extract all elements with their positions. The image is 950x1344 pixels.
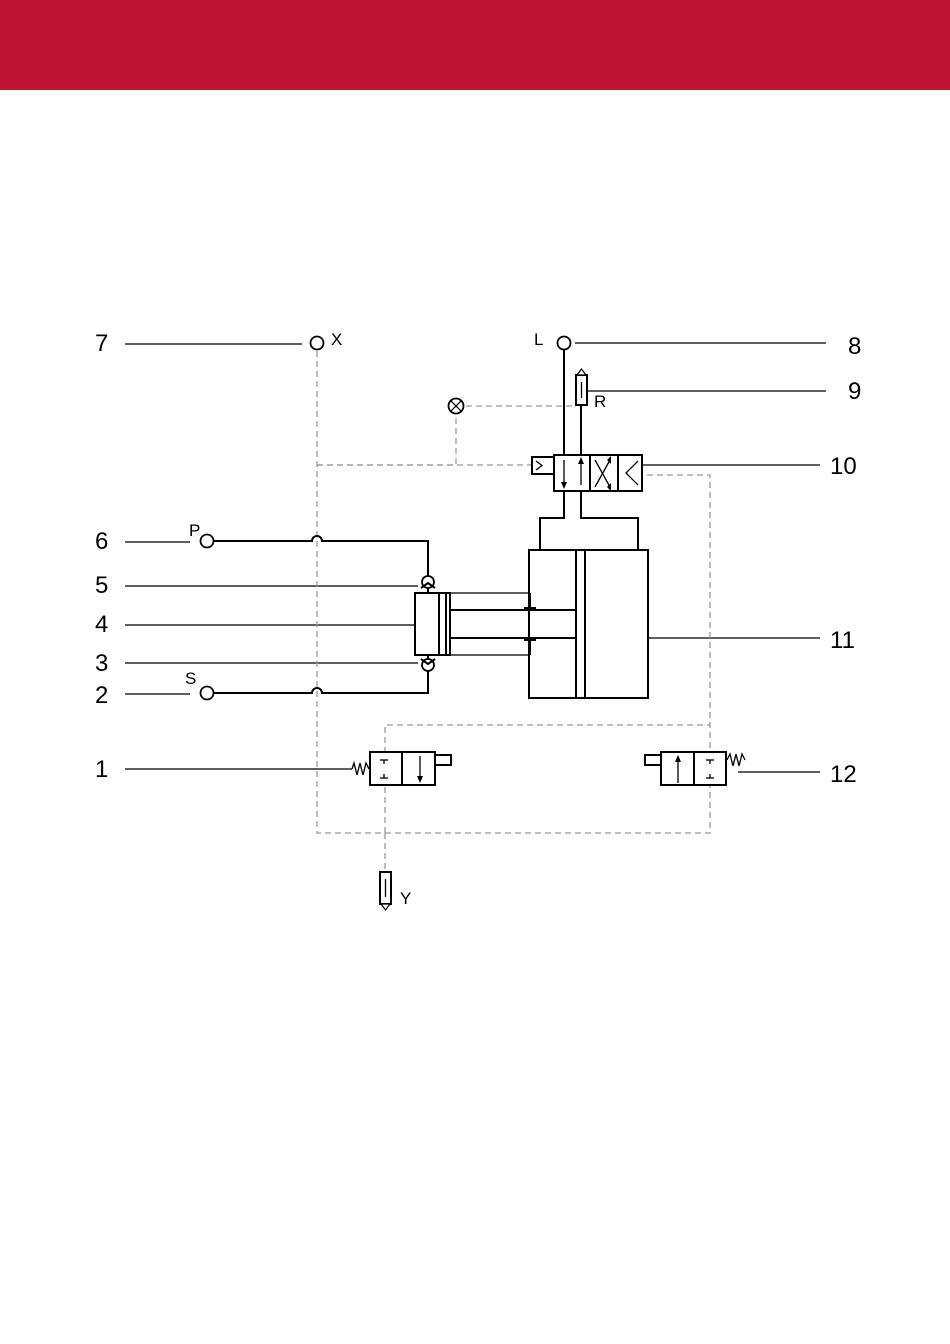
valve-right-box-b <box>694 752 726 785</box>
valve-box-left <box>554 455 590 491</box>
small-cylinder <box>415 593 450 655</box>
line-s <box>214 671 428 693</box>
callout-11: 11 <box>830 627 855 654</box>
port-s-label: S <box>185 669 196 688</box>
check-valve-top <box>421 576 435 593</box>
port-p-label: P <box>189 521 200 540</box>
line-valve-b <box>581 491 638 550</box>
port-x-label: X <box>331 330 342 349</box>
main-cylinder <box>450 550 648 698</box>
check-valve-bottom <box>421 655 435 671</box>
valve-left-2-2 <box>352 752 451 785</box>
callout-3: 3 <box>95 650 108 677</box>
port-y-label: Y <box>400 889 411 908</box>
valve-left-plunger <box>435 755 451 765</box>
valve-right-2-2 <box>645 752 745 785</box>
filter-y-cap <box>381 904 390 910</box>
valve-left-box-a <box>370 752 402 785</box>
callout-8: 8 <box>848 333 861 360</box>
callout-9: 9 <box>848 378 861 405</box>
callout-10: 10 <box>830 453 857 480</box>
valve-right-plunger <box>645 755 661 765</box>
filter-y <box>380 872 391 910</box>
spring-icon-right <box>727 754 745 766</box>
callout-4: 4 <box>95 611 108 638</box>
main-cylinder-body <box>529 550 648 698</box>
valve-left-box-b <box>402 752 435 785</box>
pilot-line-gauge <box>317 414 456 465</box>
callout-6: 6 <box>95 528 108 555</box>
port-l-label: L <box>534 330 543 349</box>
small-cylinder-body <box>415 593 450 655</box>
callout-5: 5 <box>95 572 108 599</box>
port-p <box>201 535 214 548</box>
callout-7: 7 <box>95 330 108 357</box>
filter-r-cap <box>577 369 586 375</box>
line-p <box>214 536 428 577</box>
valve-right-actuator <box>618 455 642 491</box>
port-r-label: R <box>594 392 606 411</box>
callout-1: 1 <box>95 756 108 783</box>
callout-12: 12 <box>830 761 857 788</box>
port-x <box>311 337 324 350</box>
gauge-icon <box>449 399 464 414</box>
spring-icon-left <box>352 763 369 775</box>
port-s <box>201 687 214 700</box>
line-valve-a <box>540 491 564 550</box>
filter-r <box>576 369 587 405</box>
port-l <box>558 337 571 350</box>
directional-valve <box>532 455 642 491</box>
callout-2: 2 <box>95 682 108 709</box>
valve-box-right <box>590 455 618 491</box>
